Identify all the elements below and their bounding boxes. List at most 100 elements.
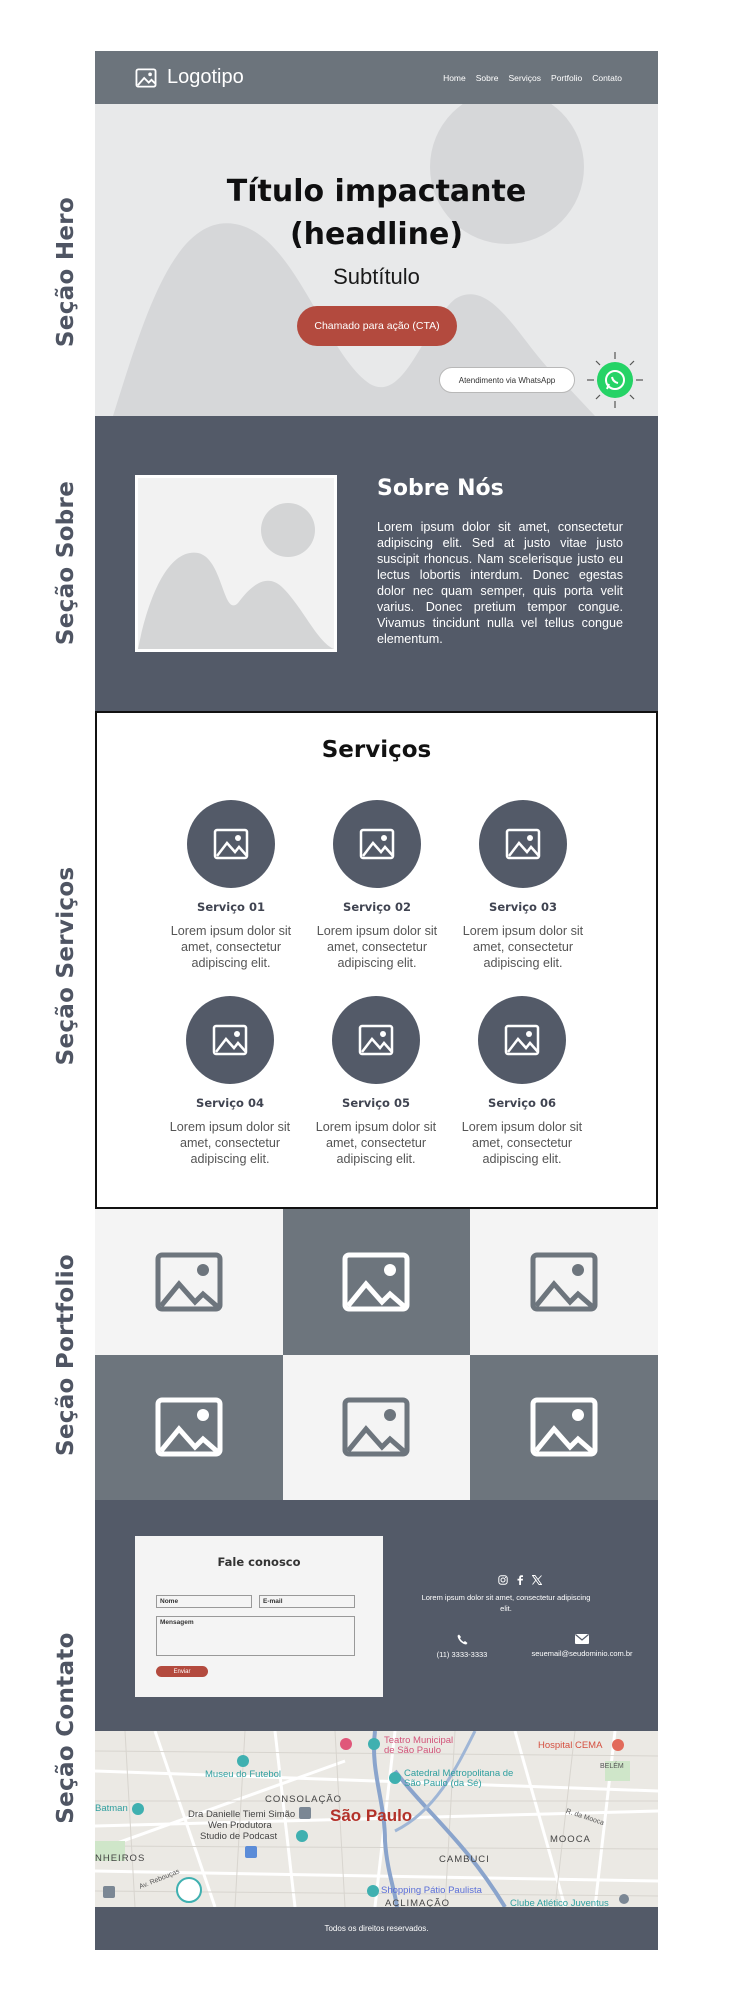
image-icon — [155, 1397, 223, 1457]
hero-subtitle: Subtítulo — [333, 264, 420, 289]
about-section: Sobre Nós Lorem ipsum dolor sit amet, co… — [95, 416, 658, 711]
image-icon — [155, 1252, 223, 1312]
service-card-06: Serviço 06 Lorem ipsum dolor sit amet, c… — [457, 996, 587, 1167]
envelope-icon — [575, 1634, 589, 1644]
footer-text: Todos os direitos reservados. — [324, 1924, 429, 1933]
side-label-portfolio: Seção Portfolio — [53, 1254, 79, 1456]
map-label-consolacao: CONSOLAÇÃO — [265, 1794, 343, 1805]
service-desc: Lorem ipsum dolor sit amet, consectetur … — [170, 924, 292, 970]
map-embed[interactable]: Teatro Municipal de São Paulo Hospital C… — [95, 1731, 658, 1907]
map-label-aclimacao: ACLIMAÇÃO — [385, 1898, 450, 1907]
email-address[interactable]: seuemail@seudominio.com.br — [531, 1649, 633, 1658]
send-button[interactable]: Enviar — [156, 1666, 208, 1677]
service-icon-circle — [186, 996, 274, 1084]
service-desc: Lorem ipsum dolor sit amet, consectetur … — [462, 924, 584, 970]
service-desc: Lorem ipsum dolor sit amet, consectetur … — [315, 1120, 437, 1166]
hero-background-illustration — [113, 104, 595, 416]
image-icon — [504, 1024, 540, 1056]
service-icon-circle — [187, 800, 275, 888]
map-label-batman: Batman — [95, 1803, 128, 1814]
hero-headline-line1: Título impactante — [226, 174, 527, 209]
service-card-05: Serviço 05 Lorem ipsum dolor sit amet, c… — [311, 996, 441, 1167]
nav-portfolio[interactable]: Portfolio — [551, 72, 583, 83]
service-desc: Lorem ipsum dolor sit amet, consectetur … — [316, 924, 438, 970]
nav-contato[interactable]: Contato — [592, 72, 622, 83]
instagram-icon[interactable] — [498, 1575, 508, 1585]
service-name: Serviço 01 — [197, 900, 265, 914]
name-field[interactable]: Nome — [156, 1595, 252, 1608]
portfolio-item-1[interactable] — [95, 1209, 283, 1355]
image-icon — [135, 67, 157, 88]
portfolio-item-3[interactable] — [470, 1209, 658, 1355]
service-icon-circle — [332, 996, 420, 1084]
service-desc: Lorem ipsum dolor sit amet, consectetur … — [169, 1120, 291, 1166]
image-icon — [505, 828, 541, 860]
message-field[interactable]: Mensagem — [156, 1616, 355, 1656]
map-streets — [95, 1731, 658, 1907]
service-name: Serviço 04 — [196, 1096, 264, 1110]
whatsapp-icon[interactable] — [585, 350, 645, 410]
nav-home[interactable]: Home — [443, 72, 466, 83]
image-icon — [138, 503, 334, 649]
map-label-studio: Studio de Podcast — [200, 1831, 278, 1842]
service-icon-circle — [478, 996, 566, 1084]
site-footer: Todos os direitos reservados. — [95, 1907, 658, 1950]
side-label-about: Seção Sobre — [53, 480, 79, 646]
cta-button[interactable]: Chamado para ação (CTA) — [297, 306, 457, 346]
portfolio-item-6[interactable] — [470, 1354, 658, 1500]
about-image-placeholder — [135, 475, 337, 652]
x-twitter-icon[interactable] — [532, 1575, 542, 1585]
map-label-catedral: Catedral Metropolitana de São Paulo (da … — [404, 1768, 514, 1789]
image-icon — [359, 828, 395, 860]
image-icon — [212, 1024, 248, 1056]
whatsapp-label[interactable]: Atendimento via WhatsApp — [439, 367, 575, 393]
side-label-contact: Seção Contato — [53, 1632, 79, 1824]
phone-number[interactable]: (11) 3333-3333 — [436, 1650, 488, 1659]
nav-sobre[interactable]: Sobre — [475, 72, 499, 83]
image-icon — [342, 1397, 410, 1457]
map-label-teatro: Teatro Municipal de São Paulo — [384, 1735, 454, 1756]
form-title: Fale conosco — [217, 1555, 301, 1569]
map-label-city: São Paulo — [330, 1806, 413, 1825]
service-desc: Lorem ipsum dolor sit amet, consectetur … — [461, 1120, 583, 1166]
nav-servicos[interactable]: Serviços — [508, 72, 542, 83]
contact-blurb: Lorem ipsum dolor sit amet, consectetur … — [421, 1593, 591, 1613]
main-nav: Home Sobre Serviços Portfolio Contato — [443, 73, 622, 83]
map-label-nheiros: NHEIROS — [95, 1853, 146, 1864]
map-label-mooca: MOOCA — [550, 1834, 591, 1845]
portfolio-item-4[interactable] — [95, 1354, 283, 1500]
portfolio-item-5[interactable] — [282, 1354, 471, 1500]
map-label-wen: Wen Produtora — [208, 1820, 272, 1831]
email-info: seuemail@seudominio.com.br — [517, 1634, 647, 1658]
map-label-dra: Dra Danielle Tiemi Simão — [188, 1809, 296, 1820]
map-label-hospital: Hospital CEMA — [538, 1740, 603, 1751]
email-field[interactable]: E-mail — [259, 1595, 355, 1608]
image-icon — [530, 1252, 598, 1312]
phone-icon — [457, 1634, 467, 1645]
contact-form: Fale conosco Nome E-mail Mensagem Enviar — [135, 1536, 383, 1697]
service-card-01: Serviço 01 Lorem ipsum dolor sit amet, c… — [166, 800, 296, 971]
services-title: Serviços — [321, 737, 432, 763]
service-icon-circle — [479, 800, 567, 888]
service-card-03: Serviço 03 Lorem ipsum dolor sit amet, c… — [458, 800, 588, 971]
map-label-cambuci: CAMBUCI — [439, 1854, 490, 1865]
portfolio-item-2[interactable] — [282, 1209, 471, 1355]
map-label-museu: Museu do Futebol — [205, 1769, 282, 1780]
side-label-services: Seção Serviços — [53, 866, 79, 1066]
image-icon — [342, 1252, 410, 1312]
hero-section: Título impactante (headline) Subtítulo C… — [95, 104, 658, 416]
services-section: Serviços Serviço 01 Lorem ipsum dolor si… — [95, 711, 658, 1209]
site-header: Logotipo Home Sobre Serviços Portfolio C… — [95, 51, 658, 104]
phone-info: (11) 3333-3333 — [422, 1634, 502, 1659]
logo[interactable]: Logotipo — [135, 66, 244, 89]
contact-section: Fale conosco Nome E-mail Mensagem Enviar… — [95, 1500, 658, 1731]
logo-text: Logotipo — [167, 66, 244, 88]
service-icon-circle — [333, 800, 421, 888]
about-title: Sobre Nós — [377, 476, 504, 501]
hero-headline-line2: (headline) — [289, 217, 464, 252]
portfolio-section — [95, 1209, 658, 1500]
image-icon — [213, 828, 249, 860]
about-text: Lorem ipsum dolor sit amet, consectetur … — [377, 520, 623, 646]
facebook-icon[interactable] — [516, 1575, 524, 1585]
social-links — [498, 1575, 542, 1585]
